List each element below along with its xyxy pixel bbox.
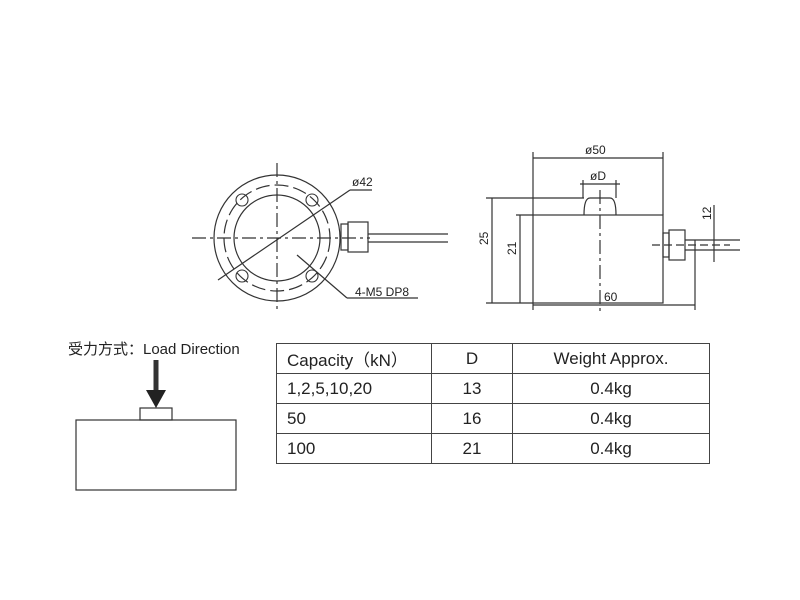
- arrow-down-icon: [146, 390, 166, 408]
- header-weight: Weight Approx.: [512, 343, 710, 374]
- diameter-50-label: ø50: [585, 143, 606, 157]
- diameter-d-label: øD: [590, 169, 606, 183]
- cell-capacity: 50: [276, 403, 432, 434]
- length-60-label: 60: [604, 290, 618, 304]
- front-view: ø42 4-M5 DP8: [192, 163, 448, 312]
- table-header-row: Capacity（kN） D Weight Approx.: [276, 343, 710, 374]
- cell-capacity: 100: [276, 433, 432, 464]
- cell-d: 13: [431, 373, 513, 404]
- cell-weight: 0.4kg: [512, 433, 710, 464]
- height-21-label: 21: [505, 241, 519, 255]
- thread-label: 4-M5 DP8: [355, 285, 409, 299]
- bolt-holes: [235, 193, 319, 283]
- load-direction-diagram: [75, 360, 237, 491]
- cable-12-label: 12: [700, 206, 714, 220]
- header-d: D: [431, 343, 513, 374]
- table-row: 1,2,5,10,20 13 0.4kg: [276, 373, 710, 404]
- cell-weight: 0.4kg: [512, 403, 710, 434]
- cell-d: 21: [431, 433, 513, 464]
- capacity-table: Capacity（kN） D Weight Approx. 1,2,5,10,2…: [276, 343, 710, 464]
- cell-d: 16: [431, 403, 513, 434]
- load-direction-label: 受力方式：Load Direction: [68, 341, 240, 358]
- height-25-label: 25: [477, 231, 491, 245]
- header-capacity: Capacity（kN）: [276, 343, 432, 374]
- table-row: 50 16 0.4kg: [276, 403, 710, 434]
- diameter-42-label: ø42: [352, 175, 373, 189]
- table-row: 100 21 0.4kg: [276, 433, 710, 464]
- side-view: ø50 øD 25 21 60 12: [477, 143, 740, 312]
- cell-capacity: 1,2,5,10,20: [276, 373, 432, 404]
- cell-weight: 0.4kg: [512, 373, 710, 404]
